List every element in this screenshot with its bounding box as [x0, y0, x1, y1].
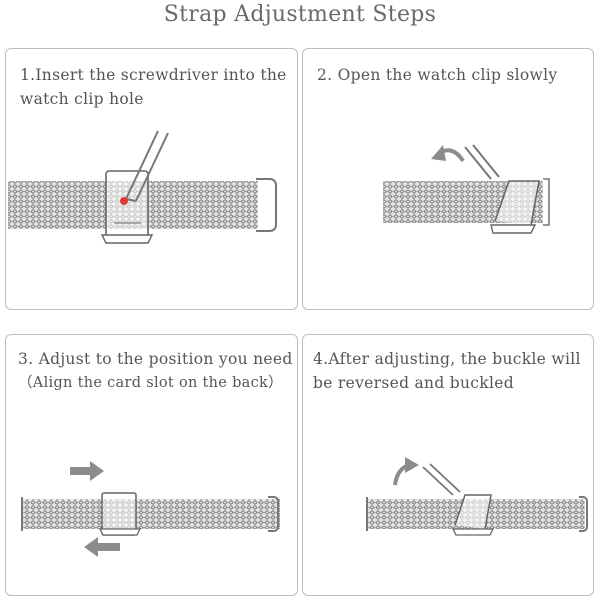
step-2-illustration: [383, 144, 550, 234]
step-2-line-1: 2. Open the watch clip slowly: [317, 66, 558, 84]
step-1-line-1: 1.Insert the screwdriver into the: [20, 66, 287, 84]
arrow-right-icon: [70, 461, 104, 481]
step-3-line-1: 3. Adjust to the position you need: [18, 350, 293, 368]
step-3-line-2: （Align the card slot on the back）: [18, 375, 283, 391]
screwdriver-icon: [422, 463, 461, 496]
page-title: Strap Adjustment Steps: [163, 2, 437, 27]
step-1-illustration: [8, 130, 277, 244]
step-2-text: 2. Open the watch clip slowly: [317, 63, 557, 87]
screwdriver-icon: [125, 130, 169, 202]
step-4-line-2: be reversed and buckled: [313, 374, 514, 392]
step-3-illustration: [21, 461, 280, 557]
step-4-illustration: [366, 457, 588, 536]
mesh-strap: [22, 499, 280, 529]
step-1-text: 1.Insert the screwdriver into the watch …: [20, 63, 287, 111]
step-1-line-2: watch clip hole: [20, 90, 144, 108]
step-3-text: 3. Adjust to the position you need （Alig…: [18, 347, 293, 395]
screwdriver-icon: [464, 144, 500, 180]
step-3-panel: 3. Adjust to the position you need （Alig…: [5, 334, 298, 596]
open-clip: [494, 180, 540, 226]
step-2-panel: 2. Open the watch clip slowly: [302, 48, 594, 310]
arrow-left-icon: [84, 537, 120, 557]
step-4-text: 4.After adjusting, the buckle will be re…: [313, 347, 581, 395]
end-buckle: [256, 178, 277, 232]
clip-hole-marker: [120, 197, 128, 205]
step-1-panel: 1.Insert the screwdriver into the watch …: [5, 48, 298, 310]
closing-clip: [454, 494, 492, 530]
step-4-panel: 4.After adjusting, the buckle will be re…: [302, 334, 594, 596]
watch-clip: [105, 170, 149, 238]
step-4-line-1: 4.After adjusting, the buckle will: [313, 350, 581, 368]
